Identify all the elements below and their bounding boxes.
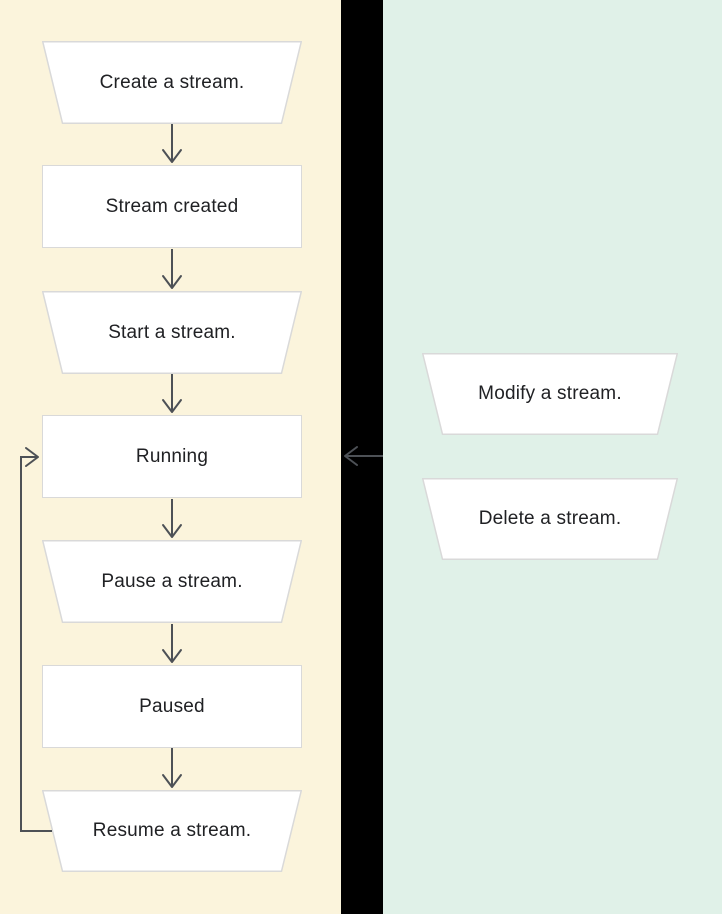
node-paused: Paused	[42, 665, 302, 748]
node-label: Resume a stream.	[92, 820, 252, 841]
trapezoid-shape	[42, 291, 302, 374]
trapezoid-shape	[42, 41, 302, 124]
trapezoid-shape	[42, 540, 302, 623]
node-label: Start a stream.	[108, 321, 236, 343]
node-delete-a-stream: Delete a stream.	[422, 478, 678, 560]
node-modify-a-stream: Modify a stream.	[422, 353, 678, 435]
node-label: Stream created	[105, 195, 239, 217]
node-label: Pause a stream.	[101, 570, 243, 592]
trapezoid-shape	[42, 790, 302, 872]
trapezoid-shape	[422, 478, 678, 560]
node-start-a-stream: Start a stream.	[42, 291, 302, 374]
node-resume-a-stream: Resume a stream.	[42, 790, 302, 872]
node-stream-created: Stream created	[42, 165, 302, 248]
node-label: Create a stream.	[99, 71, 245, 93]
right-panel	[383, 0, 722, 914]
node-create-a-stream: Create a stream.	[42, 41, 302, 124]
node-label: Running	[135, 445, 209, 467]
trapezoid-shape	[422, 353, 678, 435]
node-running: Running	[42, 415, 302, 498]
node-pause-a-stream: Pause a stream.	[42, 540, 302, 623]
node-label: Modify a stream.	[478, 383, 622, 404]
node-label: Paused	[139, 695, 205, 717]
node-label: Delete a stream.	[478, 508, 622, 529]
